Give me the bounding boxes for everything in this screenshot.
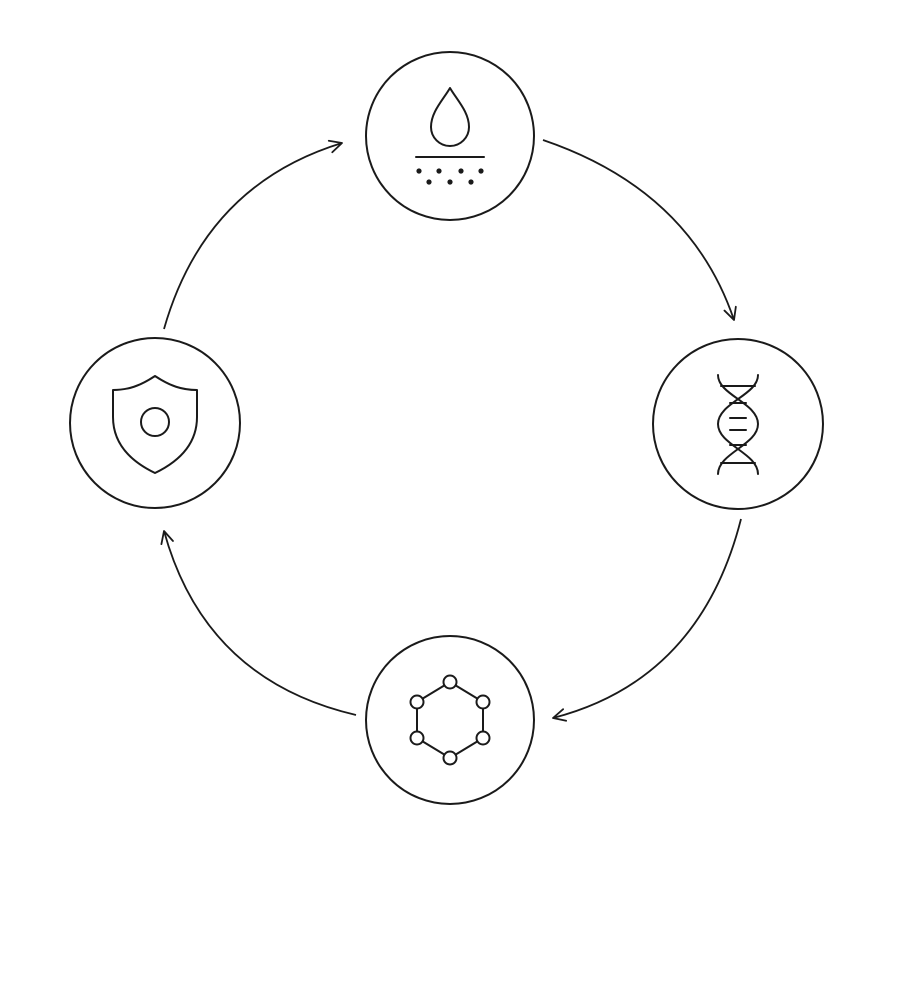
node-right-ring [652,338,824,510]
dna-helix-icon [717,374,759,475]
shield-icon [112,375,198,474]
cycle-arrows [160,139,742,722]
hexagon-molecule-icon [409,674,491,766]
water-drop-on-soil-icon [415,87,485,185]
node-right [652,338,824,510]
node-bottom-ring [365,635,535,805]
arrow-right-to-bottom [552,518,742,722]
arrow-bottom-to-left [160,530,357,716]
arrow-top-to-right [542,139,737,321]
node-left-ring [69,337,241,509]
node-top-ring [365,51,535,221]
arrow-left-to-top [163,139,343,330]
node-top [365,51,535,221]
node-bottom [365,635,535,805]
node-left [69,337,241,509]
